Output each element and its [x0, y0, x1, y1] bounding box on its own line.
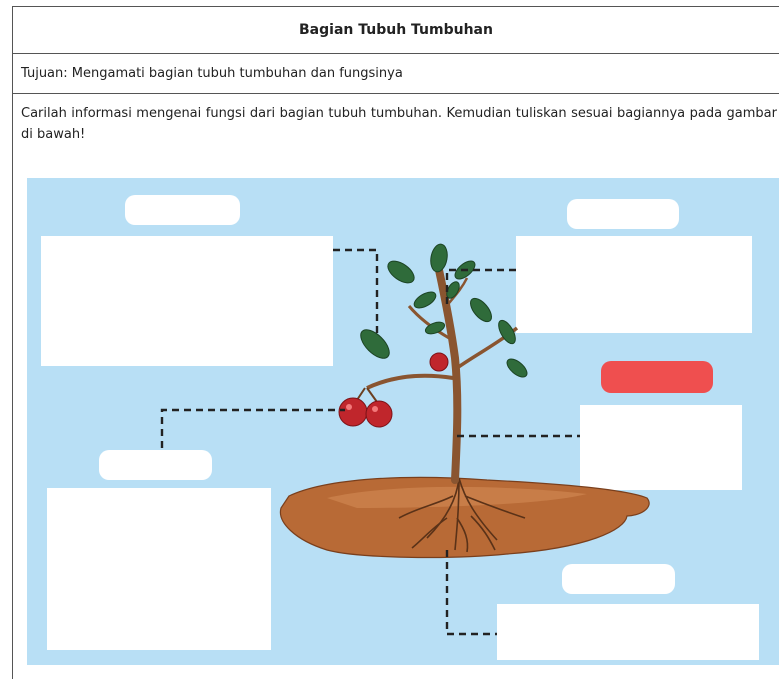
- label-pill-highlight[interactable]: [601, 361, 713, 393]
- fruit-3: [429, 352, 449, 372]
- goal-row: Tujuan: Mengamati bagian tubuh tumbuhan …: [13, 54, 779, 94]
- answer-box-bottom-right[interactable]: [497, 604, 759, 660]
- fruit-1: [338, 397, 368, 427]
- roots: [398, 477, 526, 553]
- instruction-text: Carilah informasi mengenai fungsi dari b…: [21, 106, 777, 142]
- label-pill-bottom-right[interactable]: [562, 564, 675, 594]
- worksheet-table: Bagian Tubuh Tumbuhan Tujuan: Mengamati …: [12, 6, 779, 679]
- label-pill-top-left[interactable]: [125, 195, 240, 225]
- soil-highlight: [327, 486, 587, 508]
- answer-box-top-right[interactable]: [516, 236, 752, 333]
- answer-box-left[interactable]: [47, 488, 271, 650]
- label-pill-left[interactable]: [99, 450, 212, 480]
- plant-illustration: [160, 243, 650, 636]
- branch-upper-left: [407, 305, 450, 340]
- answer-box-top-left[interactable]: [41, 236, 333, 366]
- worksheet-goal: Tujuan: Mengamati bagian tubuh tumbuhan …: [21, 66, 403, 81]
- title-row: Bagian Tubuh Tumbuhan: [13, 7, 779, 54]
- branch-left: [366, 373, 454, 390]
- leader-lines: [160, 248, 580, 636]
- worksheet-title: Bagian Tubuh Tumbuhan: [299, 22, 493, 38]
- stem: [435, 266, 462, 484]
- fruits: [338, 352, 449, 428]
- answer-box-right[interactable]: [580, 405, 742, 490]
- plant-diagram-panel: [27, 178, 779, 665]
- label-pill-top-right[interactable]: [567, 199, 679, 229]
- fruit-2: [365, 400, 393, 428]
